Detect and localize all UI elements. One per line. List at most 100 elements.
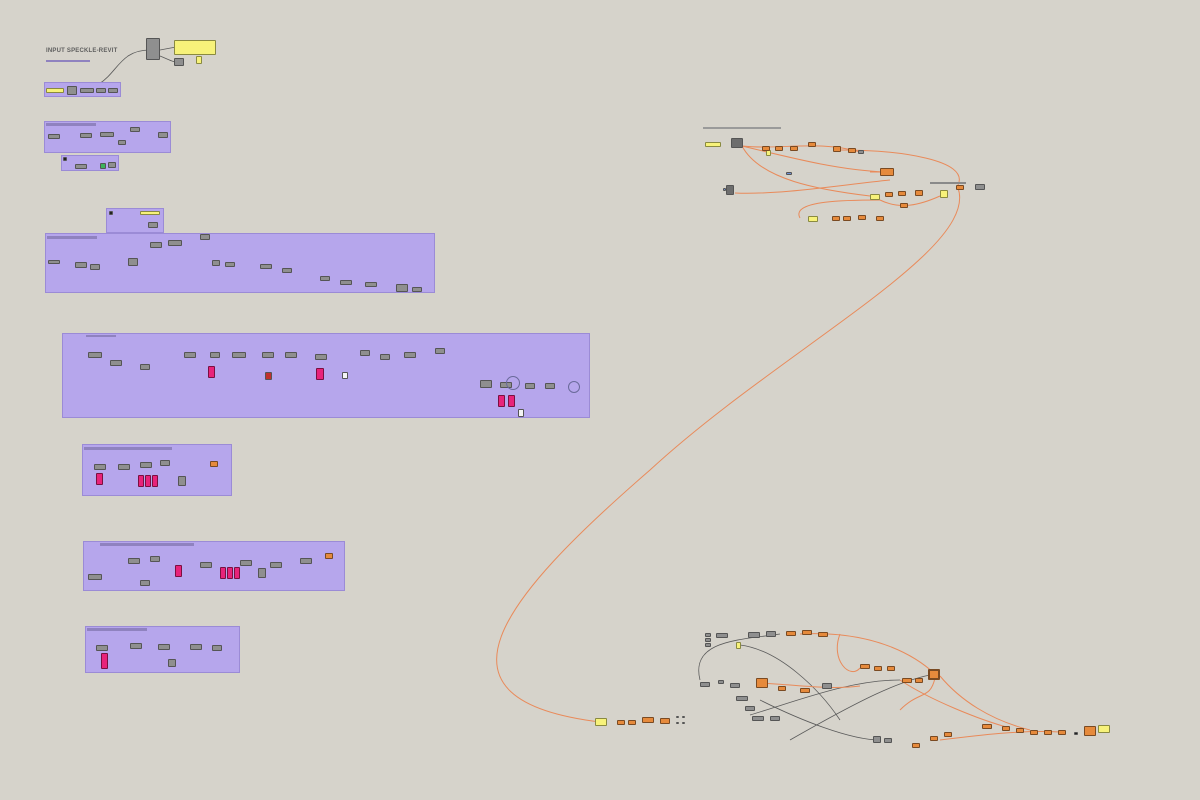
group-2-node[interactable] [365, 282, 377, 287]
cluster-1-orange-node[interactable] [790, 146, 798, 151]
group-5-node[interactable] [258, 568, 266, 578]
cluster-2-node[interactable] [700, 682, 710, 687]
cluster-1-orange-node[interactable] [885, 192, 893, 197]
cluster-3-yellow-node[interactable] [595, 718, 607, 726]
group-2-node[interactable] [260, 264, 272, 269]
cluster-1-orange-node[interactable] [808, 142, 816, 147]
group-5-pink-node[interactable] [220, 567, 226, 579]
cluster-3-node[interactable] [676, 722, 679, 724]
group-2-node[interactable] [109, 211, 113, 215]
cluster-1-param-node[interactable] [726, 185, 734, 195]
cluster-2-orange-node[interactable] [887, 666, 895, 671]
cluster-1-orange-node[interactable] [858, 215, 866, 220]
group-4-pink-node[interactable] [96, 473, 103, 485]
cluster-1-blue-node[interactable] [786, 172, 792, 175]
cluster-1-orange-node[interactable] [880, 168, 894, 176]
group-5-node[interactable] [128, 558, 140, 564]
group-4-node[interactable] [140, 462, 152, 468]
cluster-3-orange-node[interactable] [642, 717, 654, 723]
group-3-node[interactable] [88, 352, 102, 358]
cluster-3-node[interactable] [676, 716, 679, 718]
cluster-1-orange-node[interactable] [848, 148, 856, 153]
group-3-pink-node[interactable] [316, 368, 324, 380]
group-4-node[interactable] [160, 460, 170, 466]
group-4-node[interactable] [178, 476, 186, 486]
cluster-1-orange-node[interactable] [833, 146, 841, 152]
group-3-node[interactable] [210, 352, 220, 358]
cluster-2-node[interactable] [730, 683, 740, 688]
group-1b-node[interactable] [108, 162, 116, 168]
group-3-node[interactable] [232, 352, 246, 358]
cluster-1-orange-node[interactable] [915, 190, 923, 196]
cluster-2-node[interactable] [766, 631, 776, 637]
input-comp-node[interactable] [108, 88, 118, 93]
group-2-yellow-node[interactable] [140, 211, 160, 215]
cluster-2-node[interactable] [884, 738, 892, 743]
cluster-2-orange-node[interactable] [1016, 728, 1024, 733]
group-1-node[interactable] [100, 132, 114, 137]
group-5-node[interactable] [300, 558, 312, 564]
group-5-pink-node[interactable] [227, 567, 233, 579]
group-2-node[interactable] [340, 280, 352, 285]
group-2-node[interactable] [282, 268, 292, 273]
cluster-2-orange-node[interactable] [802, 630, 812, 635]
cluster-2-orange-node[interactable] [778, 686, 786, 691]
cluster-2-orange-node[interactable] [930, 736, 938, 741]
group-3-pink-node[interactable] [498, 395, 505, 407]
input-param-node[interactable] [67, 86, 77, 95]
group-2-node[interactable] [396, 284, 408, 292]
cluster-1-param-node[interactable] [731, 138, 743, 148]
yellow-panel-node[interactable] [174, 40, 216, 55]
cluster-2-orange-node[interactable] [818, 632, 828, 637]
group-4-node[interactable] [118, 464, 130, 470]
group-3-node[interactable] [404, 352, 416, 358]
cluster-1-orange-node[interactable] [900, 203, 908, 208]
cluster-1-node[interactable] [858, 150, 864, 154]
cluster-2-orange-node[interactable] [915, 678, 923, 683]
group-6-node[interactable] [212, 645, 222, 651]
group-3-pink-node[interactable] [208, 366, 215, 378]
group-5-orange-node[interactable] [325, 553, 333, 559]
cluster-2-orange-node[interactable] [756, 678, 768, 688]
group-2-node[interactable] [128, 258, 138, 266]
group-1-node[interactable] [118, 140, 126, 145]
cluster-2-yellow-node[interactable] [736, 642, 741, 649]
cluster-3-node[interactable] [682, 722, 685, 724]
group-4-pink-node[interactable] [152, 475, 158, 487]
group-1b-green-node[interactable] [100, 163, 106, 169]
group-5-node[interactable] [270, 562, 282, 568]
cluster-3-orange-node[interactable] [628, 720, 636, 725]
group-6-node[interactable] [158, 644, 170, 650]
group-3-node[interactable] [435, 348, 445, 354]
cluster-2-orange-node[interactable] [902, 678, 912, 683]
cluster-3-node[interactable] [682, 716, 685, 718]
cluster-2-node[interactable] [748, 632, 760, 638]
group-3-node[interactable] [545, 383, 555, 389]
group-2-node[interactable] [75, 262, 87, 268]
input-comp-node[interactable] [80, 88, 94, 93]
group-5-node[interactable] [200, 562, 212, 568]
group-3-pink-node[interactable] [508, 395, 515, 407]
group-2-node[interactable] [412, 287, 422, 292]
group-3-node[interactable] [262, 352, 274, 358]
cluster-2-node[interactable] [873, 736, 881, 743]
cluster-2-node[interactable] [745, 706, 755, 711]
speckle-receive-node[interactable] [146, 38, 160, 60]
cluster-2-node[interactable] [705, 633, 711, 637]
group-2-node[interactable] [320, 276, 330, 281]
group-1-node[interactable] [158, 132, 168, 138]
cluster-1-node[interactable] [975, 184, 985, 190]
cluster-2-yellow-node[interactable] [1098, 725, 1110, 733]
group-3-node[interactable] [184, 352, 196, 358]
group-6-node[interactable] [130, 643, 142, 649]
group-6-pink-node[interactable] [101, 653, 108, 669]
group-6-node[interactable] [96, 645, 108, 651]
group-2-node[interactable] [225, 262, 235, 267]
cluster-1-orange-node[interactable] [843, 216, 851, 221]
group-3-white-node[interactable] [518, 409, 524, 417]
cluster-2-node[interactable] [705, 638, 711, 642]
group-3-ring-node[interactable] [568, 381, 580, 393]
cluster-2-orange-node[interactable] [860, 664, 870, 669]
cluster-1-orange-node[interactable] [775, 146, 783, 151]
cluster-2-node[interactable] [705, 643, 711, 647]
